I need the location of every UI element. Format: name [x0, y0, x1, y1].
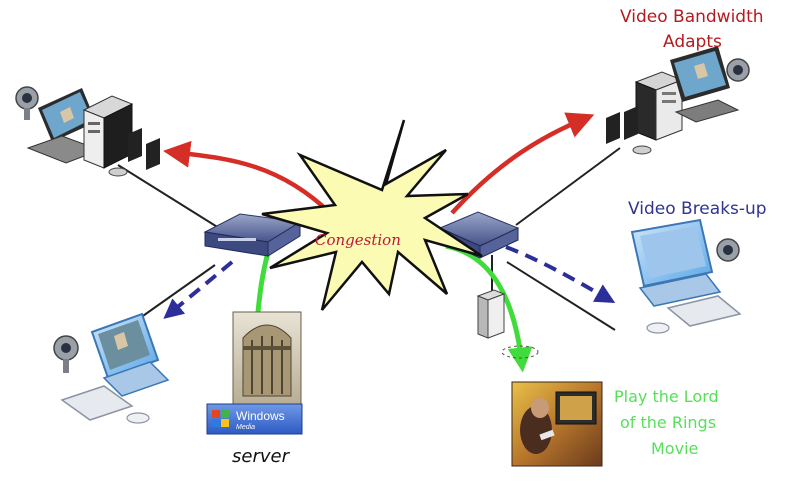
computer-bottomleft — [53, 312, 170, 424]
keyboard-topright — [674, 99, 740, 123]
bandwidth-label-line1: Video Bandwidth — [620, 7, 764, 27]
movie-label-line3: Movie — [651, 439, 698, 458]
server-icon — [232, 311, 302, 405]
windows-label: Windows — [236, 409, 285, 423]
webcam-icon — [716, 238, 740, 262]
breaks-up-label: Video Breaks-up — [628, 199, 767, 219]
speaker-right — [146, 138, 160, 170]
speaker-right — [624, 106, 638, 140]
keyboard-bottomright — [666, 295, 742, 327]
speaker-left — [606, 112, 620, 144]
tower-topleft — [83, 109, 105, 169]
media-label: Media — [236, 424, 255, 431]
windows-media-logo-icon — [206, 403, 303, 435]
server-label: server — [232, 446, 291, 467]
computer-topright — [606, 46, 750, 155]
link-bottomleft-pc — [139, 264, 216, 319]
congestion-starburst-icon — [261, 119, 483, 311]
dashed-arrow-right — [505, 245, 616, 303]
tower-topright — [635, 81, 657, 141]
webcam-icon — [53, 335, 79, 373]
speaker-left — [128, 128, 142, 162]
webcam-icon — [726, 58, 750, 82]
modem-icon — [476, 289, 539, 359]
network-switch-left-icon — [203, 213, 302, 257]
red-arrow-left — [163, 140, 332, 215]
movie-label-line1: Play the Lord — [614, 387, 719, 406]
computer-bottomright — [630, 218, 742, 334]
keyboard-bottomleft — [60, 385, 134, 421]
movie-thumbnail-icon — [511, 381, 603, 467]
link-topright-pc — [515, 147, 621, 226]
dashed-arrow-left — [163, 260, 234, 319]
congestion-label: Congestion — [315, 231, 401, 249]
bandwidth-label-line2: Adapts — [663, 32, 722, 52]
red-arrow-right — [450, 112, 595, 215]
green-link-server — [255, 251, 271, 313]
link-bottomright-pc — [506, 261, 616, 331]
webcam-icon — [15, 86, 39, 120]
movie-label-line2: of the Rings — [620, 413, 716, 432]
computer-topleft — [15, 86, 160, 177]
